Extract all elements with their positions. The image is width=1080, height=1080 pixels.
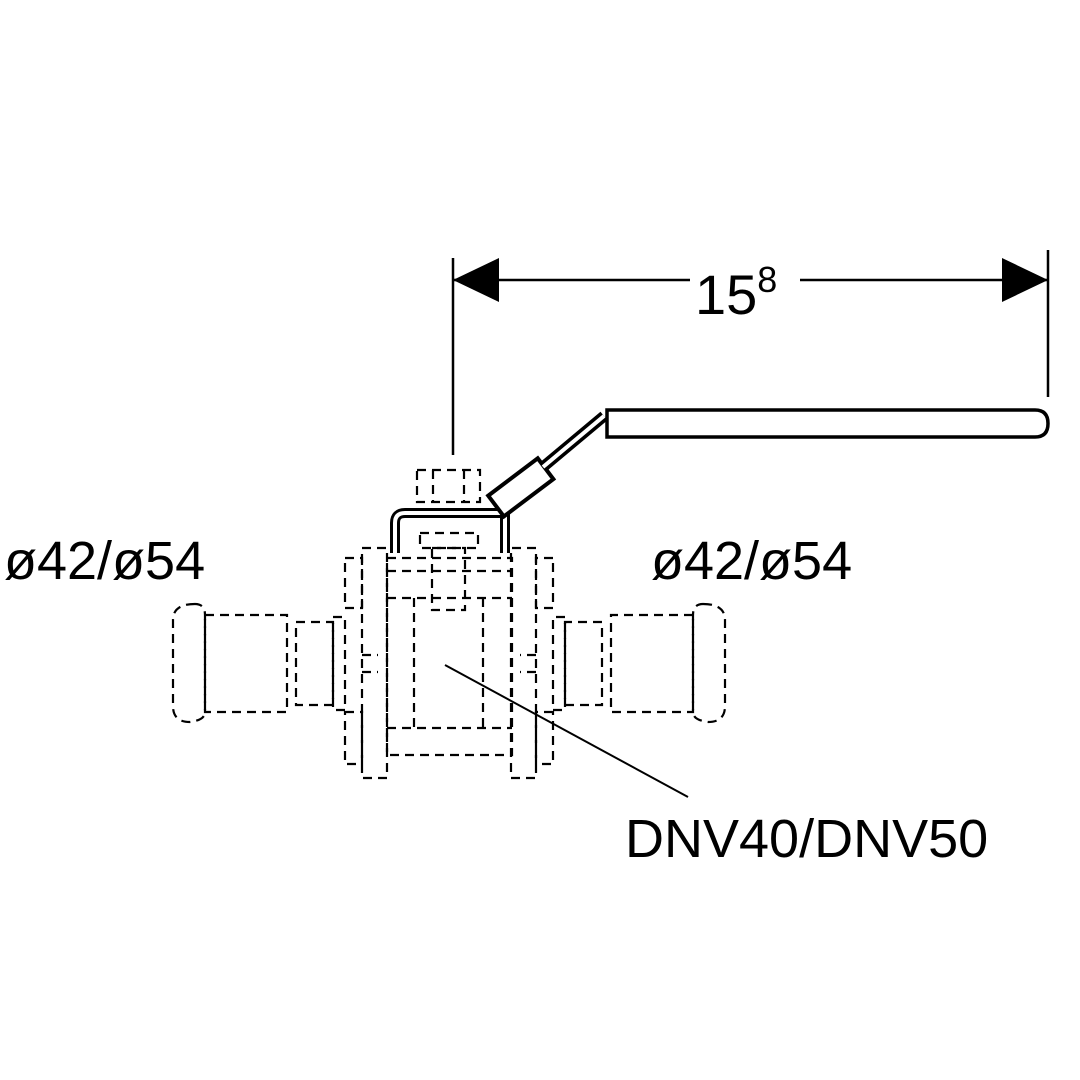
- left-diameter-label: ø42/ø54: [4, 531, 206, 591]
- valve-size-label: DNV40/DNV50: [625, 809, 989, 869]
- dimension-value: 15: [695, 263, 758, 326]
- leader-line: [444, 664, 689, 798]
- arrow-left-icon: [453, 258, 499, 302]
- dimension-superscript: 8: [757, 259, 778, 300]
- arrow-right-icon: [1002, 258, 1048, 302]
- dimension-line: [451, 250, 1050, 455]
- left-fitting: [171, 546, 389, 780]
- valve-handle[interactable]: [390, 408, 1050, 553]
- right-diameter-label: ø42/ø54: [651, 531, 853, 591]
- valve-body: [385, 468, 514, 757]
- dimension-label: 158: [695, 262, 777, 323]
